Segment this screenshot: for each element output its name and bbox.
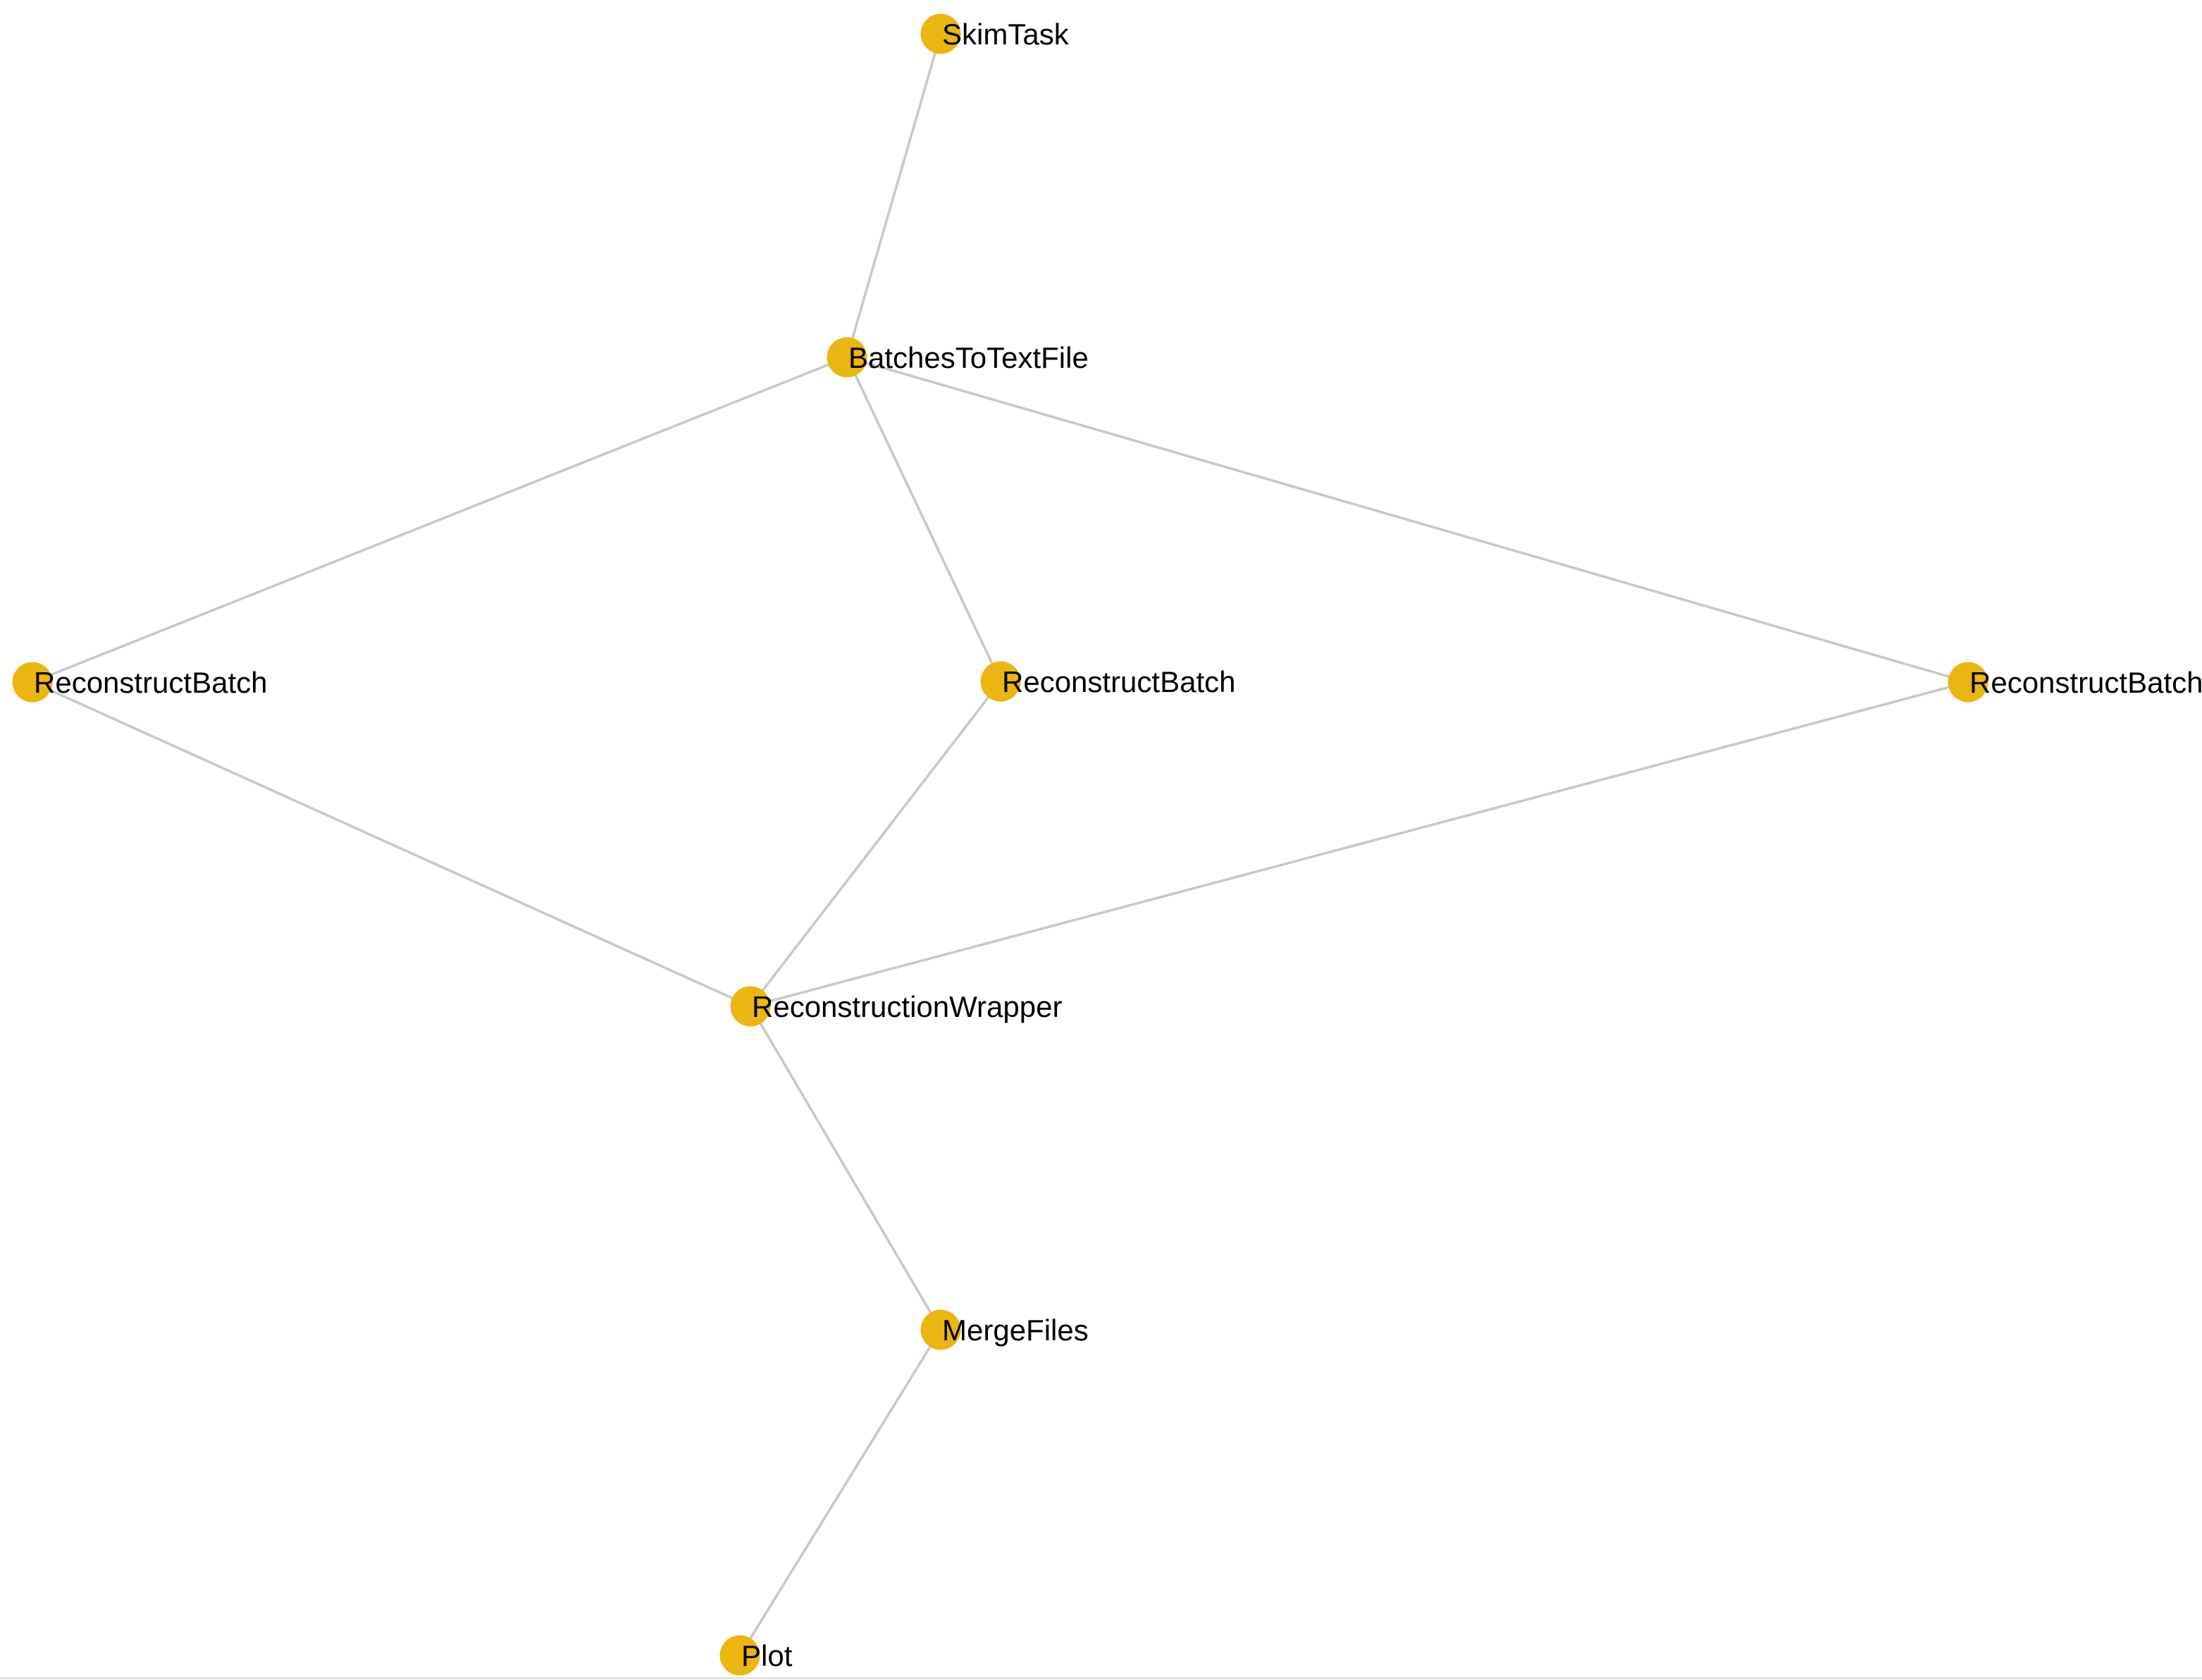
svg-text:SkimTask: SkimTask [942,18,1070,51]
svg-text:MergeFiles: MergeFiles [942,1314,1089,1347]
svg-text:BatchesToTextFile: BatchesToTextFile [848,341,1089,374]
svg-text:ReconstructBatch: ReconstructBatch [1002,665,1236,698]
svg-text:ReconstructBatch: ReconstructBatch [1969,666,2202,699]
svg-text:Plot: Plot [741,1639,793,1672]
svg-text:ReconstructBatch: ReconstructBatch [34,666,268,699]
svg-text:ReconstructionWrapper: ReconstructionWrapper [752,990,1062,1023]
